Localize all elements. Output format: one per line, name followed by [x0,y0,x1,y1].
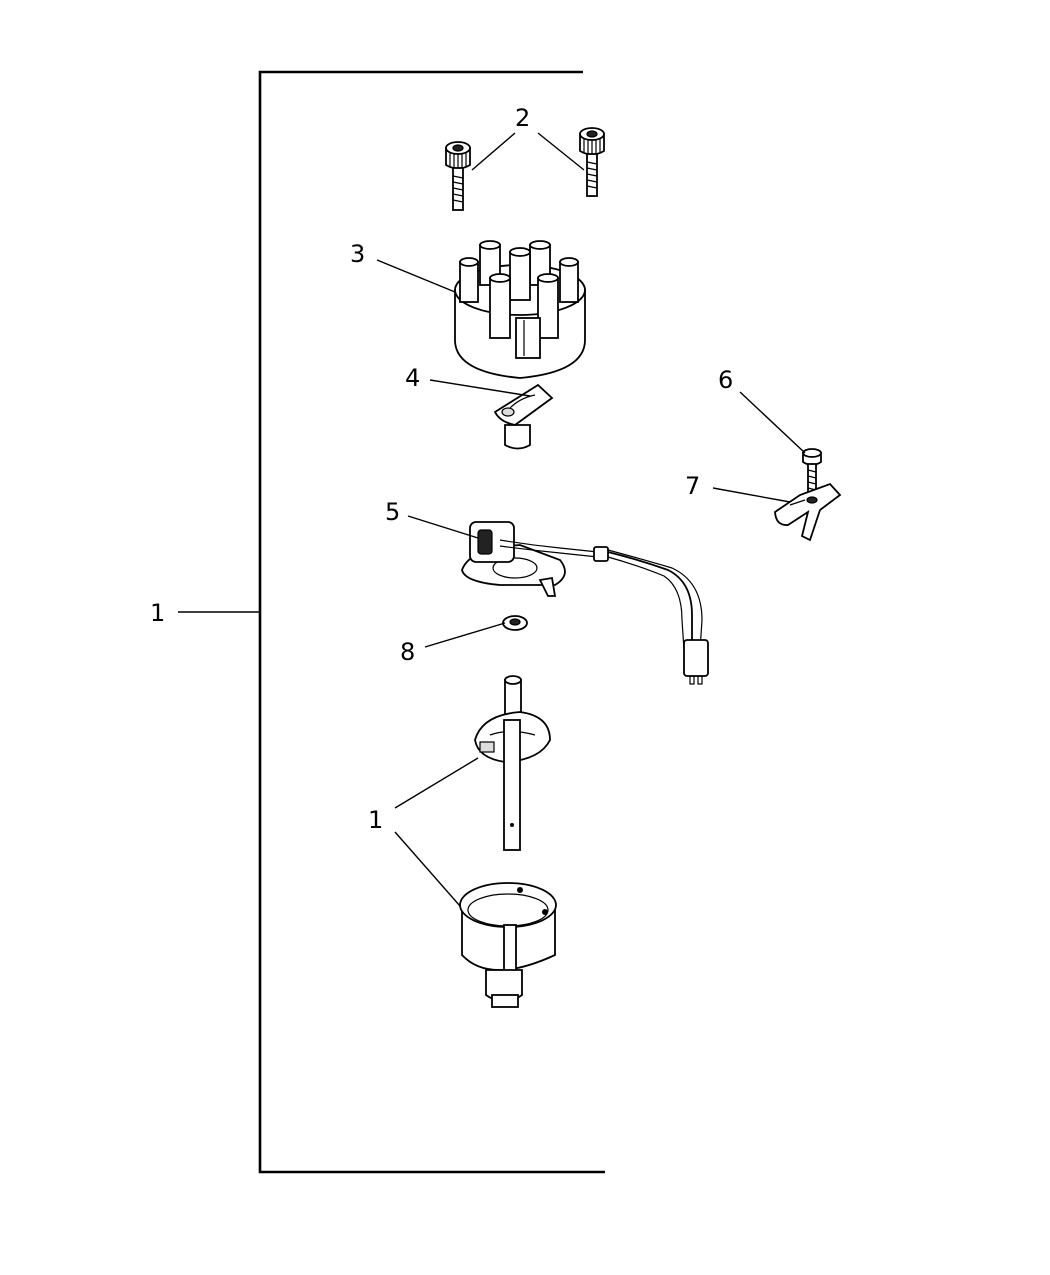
hold-down-bolt [802,448,822,495]
callout-8-retainer: 8 [400,638,415,666]
callout-3-cap: 3 [350,240,365,268]
distributor-housing [459,882,557,1008]
rotor [493,383,554,450]
pickup-coil-assembly [461,521,709,685]
callout-5-pickup: 5 [385,498,400,526]
callout-6-hold-down-bolt: 6 [718,366,733,394]
distributor-cap [454,240,586,379]
callout-4-rotor: 4 [405,364,420,392]
callout-1-housing: 1 [368,806,383,834]
callout-7-hold-down-clamp: 7 [685,472,700,500]
hold-down-clamp [774,482,842,542]
cap-screw-right [579,127,605,197]
callout-1-assembly: 1 [150,599,165,627]
retainer-clip [502,615,528,631]
distributor-shaft-assembly [474,675,551,851]
callout-2-screws: 2 [515,104,530,132]
cap-screw-left [445,141,471,211]
cap-screws [445,127,605,211]
assembly-bracket [178,70,605,1174]
